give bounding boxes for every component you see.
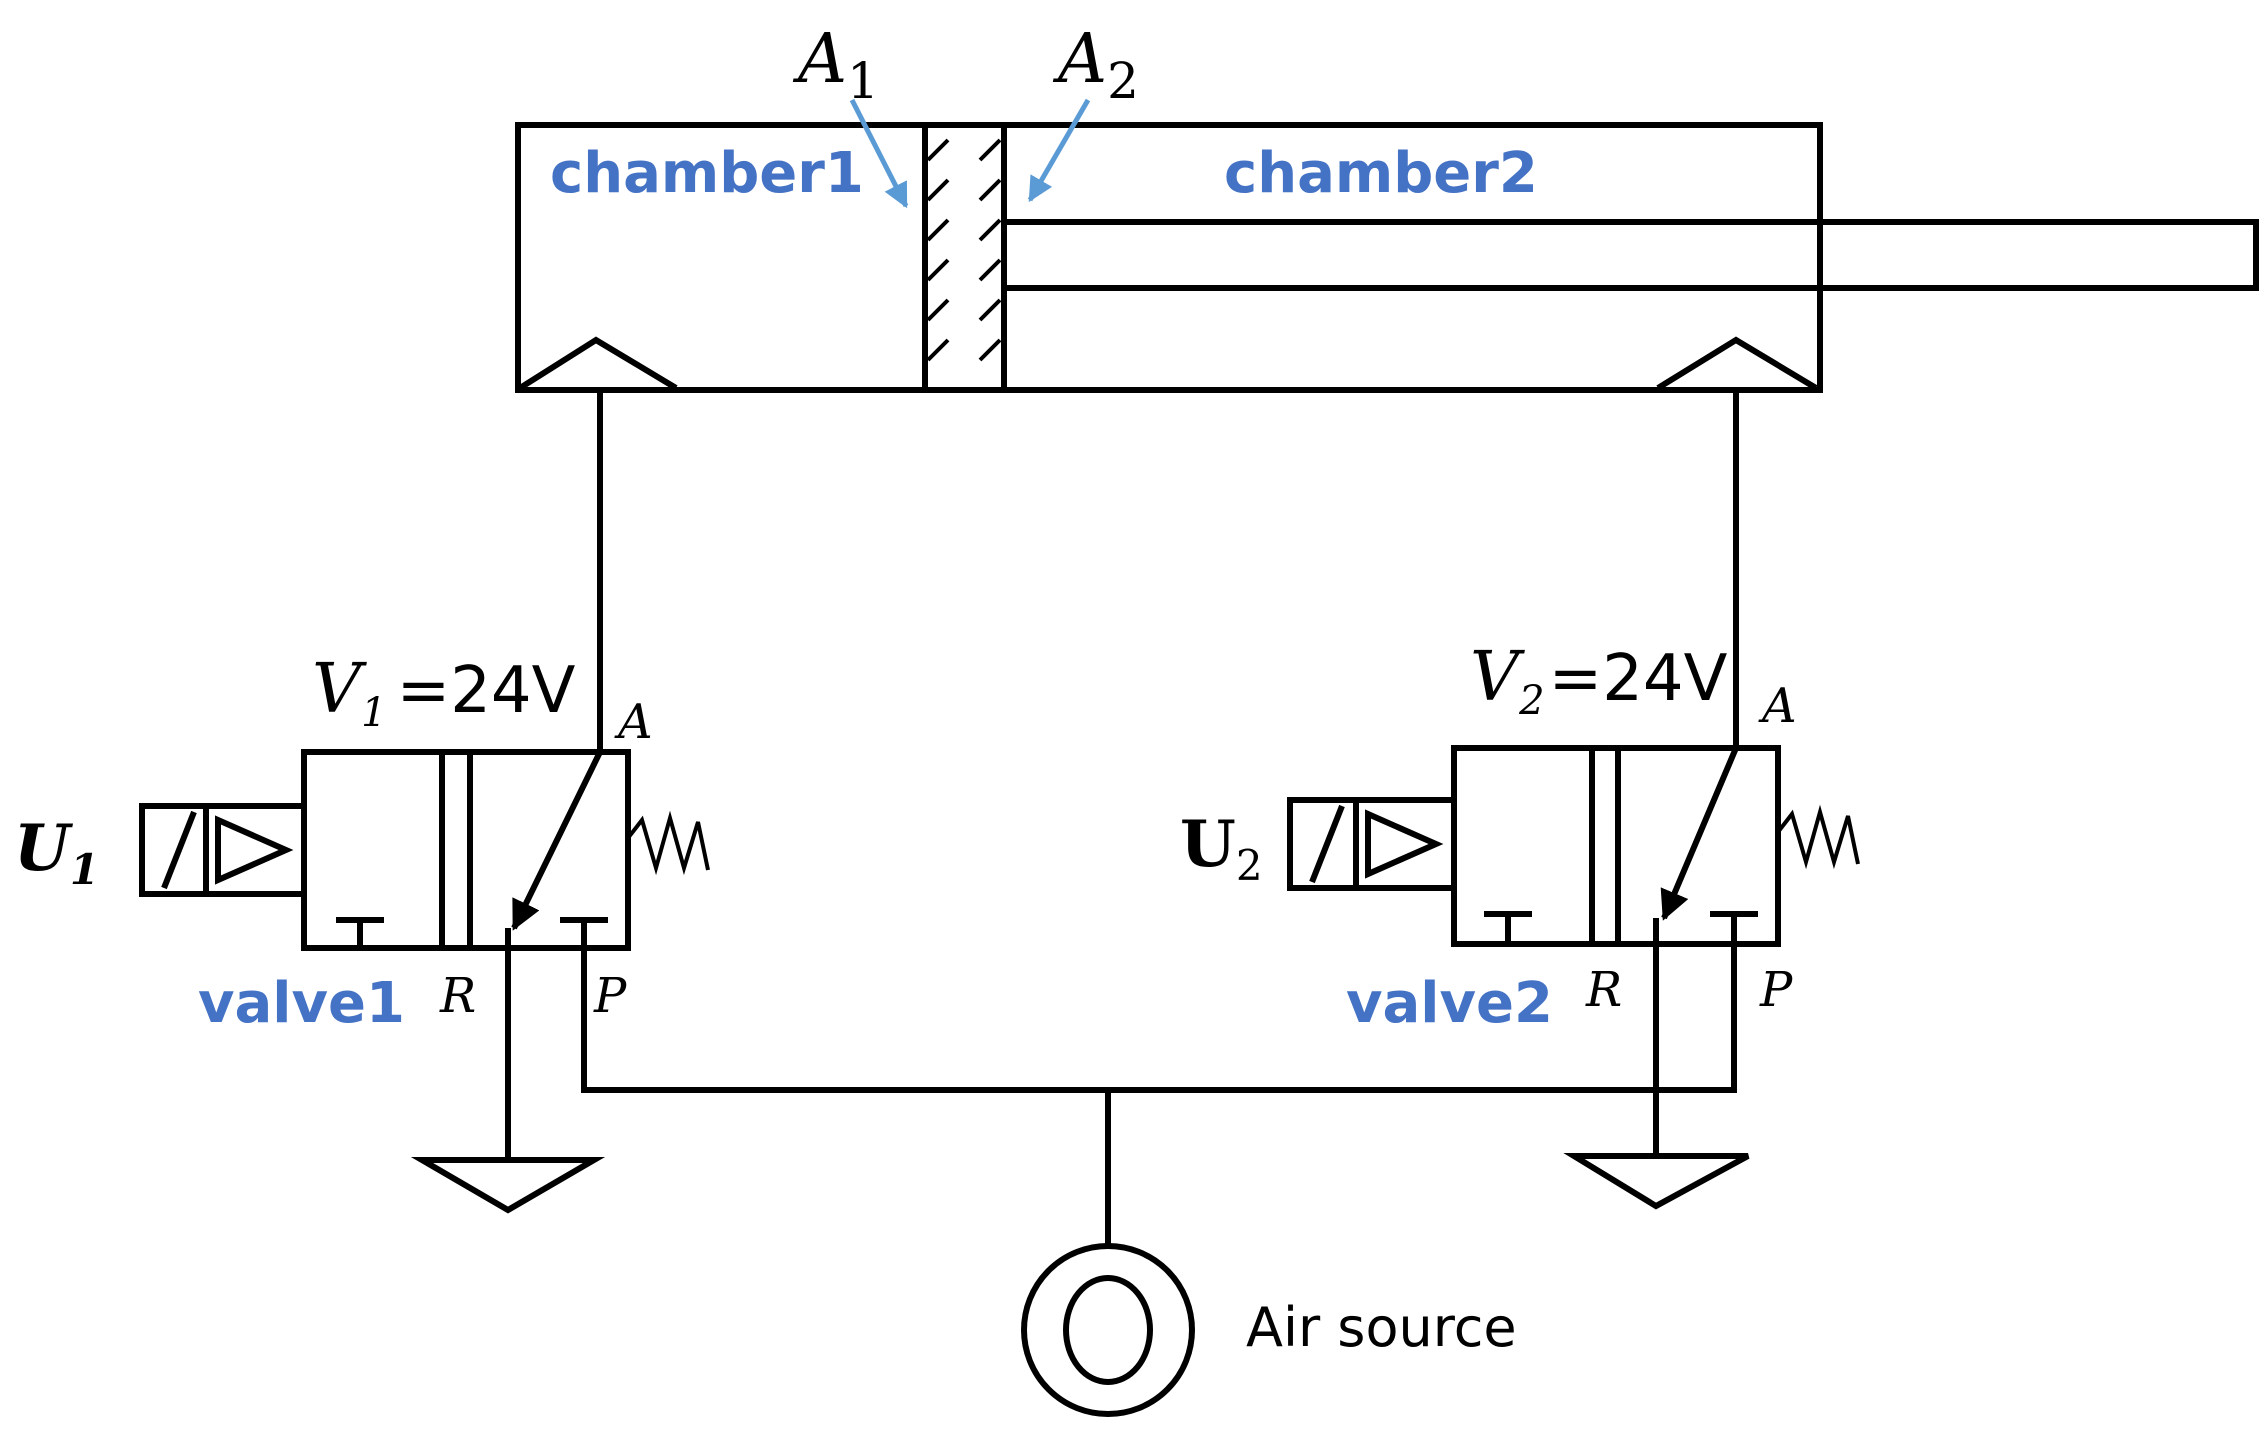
cylinder-body xyxy=(515,122,1823,393)
valve2 xyxy=(1287,745,1860,1210)
cylinder xyxy=(515,122,2259,393)
valve1-port-a: A xyxy=(614,694,653,750)
chamber1-label: chamber1 xyxy=(550,141,864,206)
piston-rod xyxy=(1004,219,2259,291)
piston xyxy=(922,125,1007,390)
valve1-label: valve1 xyxy=(198,971,405,1036)
a1-label: A1 xyxy=(792,20,879,110)
solenoid-1-triangle-icon xyxy=(215,815,294,885)
valve1-port-p: P xyxy=(593,968,627,1024)
supply-pipe xyxy=(581,944,1737,1093)
a2-arrow xyxy=(1027,98,1091,203)
a2-label: A2 xyxy=(1052,20,1139,110)
v1-label: V1=24V xyxy=(312,650,576,736)
ground-1-icon xyxy=(410,1157,606,1214)
right-port-triangle xyxy=(1656,336,1818,391)
a1-arrow xyxy=(849,98,909,209)
valve1-body xyxy=(301,749,631,951)
solenoid-2-triangle-icon xyxy=(1365,809,1444,879)
spring-1-icon xyxy=(626,810,710,876)
valve2-port-r: R xyxy=(1585,962,1622,1018)
v2-label: V2=24V xyxy=(1470,638,1728,724)
ground-2-icon xyxy=(1563,1153,1750,1210)
valve2-port-a: A xyxy=(1758,678,1797,734)
u2-label: U2 xyxy=(1180,807,1263,890)
u1-label: U1 xyxy=(14,811,99,894)
valve1 xyxy=(139,749,710,1214)
air-source-icon xyxy=(1021,1243,1195,1417)
valve2-label: valve2 xyxy=(1346,971,1553,1036)
air-source-label: Air source xyxy=(1246,1296,1517,1359)
valve2-port-p: P xyxy=(1759,962,1793,1018)
left-port-triangle xyxy=(518,336,678,391)
spring-2-icon xyxy=(1776,804,1860,870)
chamber2-label: chamber2 xyxy=(1224,141,1538,206)
valve1-port-r: R xyxy=(439,968,476,1024)
